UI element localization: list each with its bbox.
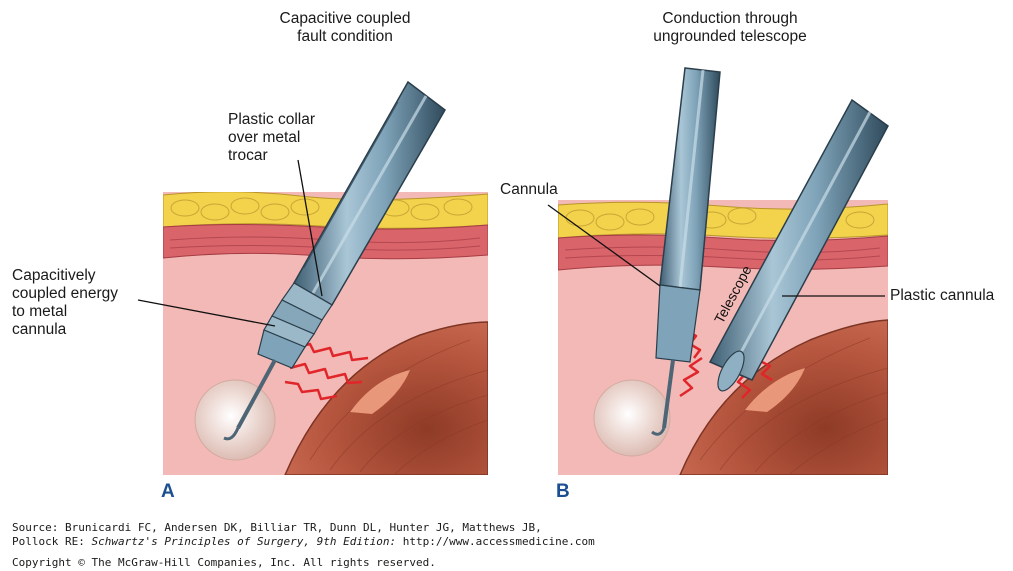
- label-capacitive-energy: Capacitively coupled energy to metal can…: [12, 267, 118, 339]
- label-plastic-cannula: Plastic cannula: [890, 287, 994, 305]
- source-line-2: Pollock RE: Schwartz's Principles of Sur…: [12, 535, 595, 549]
- panel-b-title: Conduction through ungrounded telescope: [620, 10, 840, 46]
- muscle-layer-b: [558, 235, 888, 270]
- source-citation: Source: Brunicardi FC, Andersen DK, Bill…: [12, 521, 595, 549]
- panel-letter-a: A: [161, 481, 175, 503]
- bubble-b: [594, 380, 670, 456]
- panel-a-title: Capacitive coupled fault condition: [245, 10, 445, 46]
- book-title: Schwartz's Principles of Surgery, 9th Ed…: [91, 535, 396, 548]
- copyright-notice: Copyright © The McGraw-Hill Companies, I…: [12, 556, 436, 570]
- label-plastic-collar: Plastic collar over metal trocar: [228, 111, 315, 165]
- panel-letter-b: B: [556, 481, 570, 503]
- bubble-a: [195, 380, 275, 460]
- label-cannula: Cannula: [500, 181, 558, 199]
- source-line-1: Source: Brunicardi FC, Andersen DK, Bill…: [12, 521, 595, 535]
